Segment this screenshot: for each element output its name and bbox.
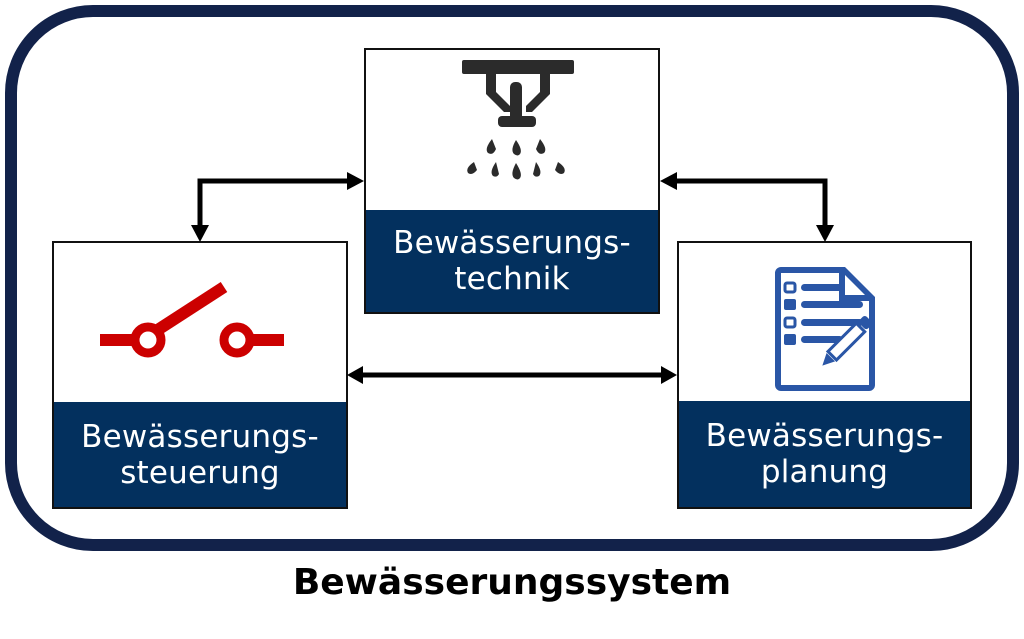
- sprinkler-icon: [462, 60, 574, 180]
- node-steuerung: Bewässerungs- steuerung: [52, 241, 348, 509]
- node-technik: Bewässerungs- technik: [364, 48, 660, 314]
- node-label-line1: Bewässerungs-: [393, 225, 631, 261]
- diagram-title: Bewässerungssystem: [292, 562, 732, 603]
- node-label-line1: Bewässerungs-: [705, 418, 944, 454]
- node-label: Bewässerungs- steuerung: [54, 402, 346, 507]
- node-label-line1: Bewässerungs-: [81, 418, 319, 455]
- node-label-line2: steuerung: [120, 454, 280, 491]
- switch-icon: [100, 281, 284, 358]
- node-label-line2: technik: [454, 261, 570, 297]
- node-label: Bewässerungs- planung: [679, 401, 970, 507]
- node-label: Bewässerungs- technik: [366, 210, 658, 312]
- node-planung: Bewässerungs- planung: [677, 241, 972, 509]
- checklist-pencil-icon: [775, 267, 875, 391]
- node-label-line2: planung: [760, 454, 889, 490]
